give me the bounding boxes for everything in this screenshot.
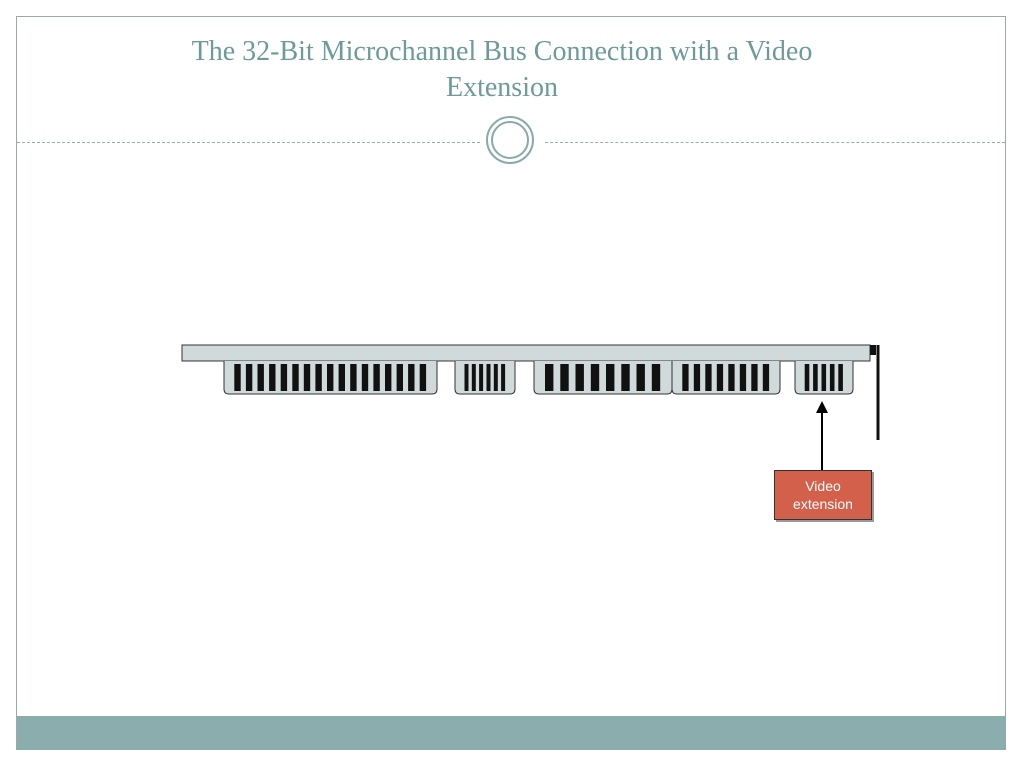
- connector-pin: [545, 364, 554, 391]
- connector-pin: [693, 364, 701, 391]
- video-extension-callout: Video extension: [774, 470, 872, 520]
- title-line-2: Extension: [446, 72, 558, 103]
- connector-pin: [245, 364, 253, 391]
- connector-pin: [621, 364, 630, 391]
- title-divider-right: [545, 142, 1005, 143]
- callout-line-1: Video: [805, 478, 841, 494]
- connector-pin: [361, 364, 369, 391]
- video-extension-segment: [794, 361, 854, 395]
- connector-pin: [373, 364, 380, 391]
- connector-pin: [338, 364, 345, 391]
- callout-line-2: extension: [793, 496, 853, 512]
- connector-pin: [821, 364, 827, 391]
- circle-ornament-icon: [486, 116, 534, 164]
- connector-pin: [829, 364, 835, 391]
- title-line-1: The 32-Bit Microchannel Bus Connection w…: [191, 36, 813, 67]
- connector-pin: [408, 364, 415, 391]
- connector-pin: [682, 364, 689, 391]
- connector-pin: [560, 364, 569, 391]
- connector-pin: [739, 364, 747, 391]
- footer-accent-bar: [17, 716, 1006, 750]
- segment-2: [454, 361, 516, 395]
- connector-pin: [292, 364, 299, 391]
- connector-pin: [303, 364, 311, 391]
- connector-pin: [385, 364, 392, 391]
- title-divider-left: [17, 142, 480, 143]
- connector-pin: [350, 364, 357, 391]
- connector-pin: [486, 364, 491, 391]
- segment-3: [533, 361, 673, 395]
- connector-pin: [234, 364, 241, 391]
- pointer-arrow-head: [816, 401, 828, 413]
- connector-pin: [396, 364, 403, 391]
- connector-pin: [804, 364, 810, 391]
- connector-pin: [728, 364, 735, 391]
- connector-pin: [269, 364, 276, 391]
- connector-pin: [575, 364, 584, 391]
- segment-outline: [454, 361, 516, 395]
- connector-pin: [315, 364, 322, 391]
- connector-pin: [705, 364, 712, 391]
- segment-1: [223, 361, 438, 395]
- connector-pin: [716, 364, 724, 391]
- connector-pin: [636, 364, 645, 391]
- slide-title: The 32-Bit Microchannel Bus Connection w…: [0, 34, 1004, 106]
- adapter-card-edge: [181, 344, 871, 362]
- connector-pin: [464, 364, 469, 391]
- connector-pin: [327, 364, 334, 391]
- connector-pin: [606, 364, 615, 391]
- connector-pin: [280, 364, 288, 391]
- connector-pin: [651, 364, 661, 391]
- card-bracket: [870, 345, 876, 355]
- connector-pin: [501, 364, 506, 391]
- segment-outline: [533, 361, 673, 395]
- connector-pin: [471, 364, 476, 391]
- connector-pin: [479, 364, 484, 391]
- connector-segments: [223, 361, 854, 395]
- connector-pin: [813, 364, 818, 391]
- connector-pin: [590, 364, 600, 391]
- segment-4: [671, 361, 781, 395]
- connector-pin: [751, 364, 758, 391]
- connector-pin: [838, 364, 843, 391]
- connector-pin: [762, 364, 770, 391]
- connector-pin: [419, 364, 427, 391]
- connector-pin: [257, 364, 264, 391]
- connector-pin: [493, 364, 498, 391]
